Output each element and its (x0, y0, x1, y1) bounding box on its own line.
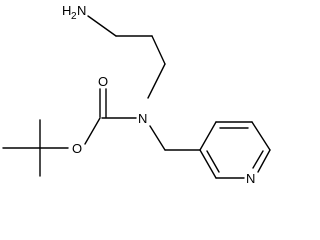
ring-bond-c2-c3 (199, 149, 217, 179)
bond-carbonyl-ester-o (84, 117, 101, 145)
ring-double-c2-c3 (206, 150, 220, 173)
ring-bond-c6-n (257, 149, 271, 173)
molecule-structure: H 2 N N O O N (2, 3, 271, 186)
ring-double-c6-n (252, 150, 264, 169)
carbonyl-oxygen-label: O (98, 74, 108, 89)
amine-h: H (62, 3, 71, 18)
pyridine-nitrogen-label: N (246, 171, 255, 186)
carbamate-nitrogen-label: N (138, 111, 147, 126)
tert-butyl-group (2, 119, 41, 177)
pyridine-ring (199, 121, 271, 179)
ring-bond-c3-c4 (199, 121, 217, 151)
bond-c2-c3 (151, 35, 166, 65)
bond-c3-n (147, 63, 166, 99)
bond-n-ch2 (149, 125, 166, 151)
carbamate-group (39, 88, 137, 149)
pyridylmethyl-linker (149, 125, 201, 151)
amine-label: H 2 N (62, 3, 86, 22)
ester-oxygen-label: O (72, 141, 82, 156)
amine-h-subscript: 2 (71, 11, 77, 22)
aminopropyl-chain (87, 15, 166, 99)
amine-n: N (77, 3, 86, 18)
bond-nh2-c1 (87, 15, 117, 37)
ring-bond-c5-c6 (251, 121, 271, 151)
